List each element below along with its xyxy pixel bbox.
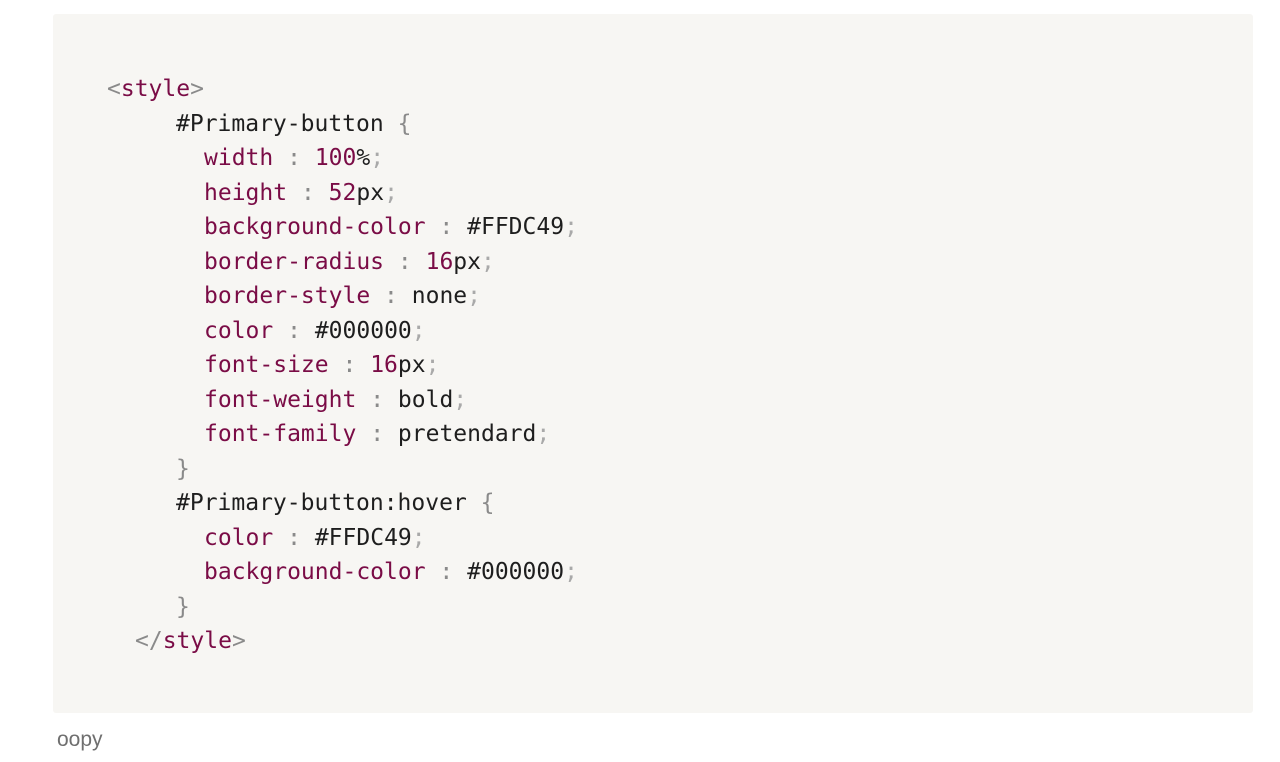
declaration: background-color : #000000; bbox=[204, 559, 578, 585]
declaration: font-family : pretendard; bbox=[204, 421, 551, 447]
style-close-tag: </style> bbox=[135, 628, 246, 654]
declaration: font-size : 16px; bbox=[204, 352, 440, 378]
declaration: width : 100%; bbox=[204, 145, 385, 171]
declaration: border-radius : 16px; bbox=[204, 248, 495, 275]
rule-selector: #Primary-button { bbox=[176, 110, 412, 137]
declaration: background-color : #FFDC49; bbox=[204, 214, 578, 240]
declaration: color : #000000; bbox=[204, 317, 426, 344]
rule-close-brace: } bbox=[176, 455, 190, 482]
code-block: <style> #Primary-button { width : 100%; … bbox=[53, 14, 1253, 713]
style-open-tag: <style> bbox=[107, 76, 204, 102]
rule-close-brace: } bbox=[176, 593, 190, 620]
declaration: color : #FFDC49; bbox=[204, 524, 426, 551]
declaration: font-weight : bold; bbox=[204, 386, 468, 413]
rule-selector: #Primary-button:hover { bbox=[176, 490, 495, 516]
code-caption: oopy bbox=[57, 728, 103, 751]
declaration: height : 52px; bbox=[204, 179, 398, 206]
declaration: border-style : none; bbox=[204, 283, 481, 309]
